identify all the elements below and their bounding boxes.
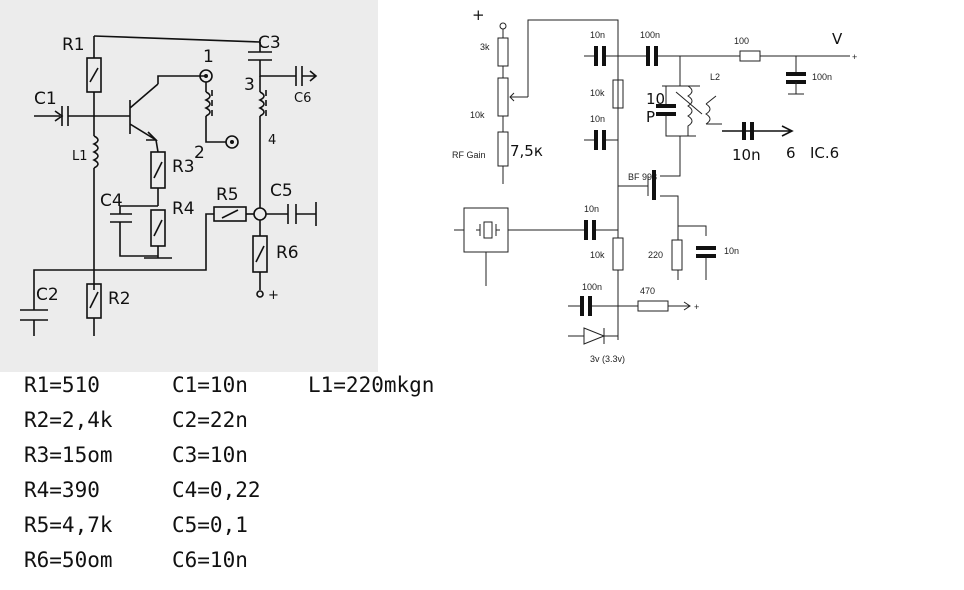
resistor-3k bbox=[497, 37, 509, 67]
table-cell: C3=10n bbox=[172, 443, 248, 467]
inductor-primary bbox=[204, 91, 211, 117]
label-100: 100 bbox=[734, 36, 749, 46]
capacitor-c4 bbox=[110, 213, 132, 223]
left-schematic: R1 C1 L1 R3 R4 C4 1 bbox=[20, 33, 318, 336]
transistor-bjt bbox=[129, 83, 159, 141]
capacitor-10n-a bbox=[594, 46, 606, 66]
inductor-l2 bbox=[705, 103, 711, 125]
label-l1: L1 bbox=[72, 149, 88, 164]
label-100n-v: 100n bbox=[812, 72, 832, 82]
resistor-10k-b bbox=[612, 79, 624, 109]
capacitor-10p bbox=[656, 104, 676, 116]
zener-diode bbox=[583, 327, 606, 345]
capacitor-c3 bbox=[248, 51, 272, 61]
crystal-filter-box bbox=[463, 207, 509, 253]
label-10k-b: 10k bbox=[590, 88, 605, 98]
label-c6: C6 bbox=[294, 91, 311, 106]
label-pin2: 2 bbox=[194, 143, 205, 163]
label-10n-a: 10n bbox=[590, 30, 605, 40]
note-10p-a: 10 bbox=[646, 90, 665, 108]
table-cell: C4=0,22 bbox=[172, 478, 261, 502]
label-470: 470 bbox=[640, 286, 655, 296]
inductor-l1 bbox=[92, 135, 99, 169]
label-plus: + bbox=[268, 288, 279, 303]
label-l2: L2 bbox=[710, 72, 720, 82]
table-cell: C6=10n bbox=[172, 548, 248, 572]
table-cell: C5=0,1 bbox=[172, 513, 248, 537]
inductor-secondary bbox=[258, 91, 265, 117]
label-c1: C1 bbox=[34, 89, 57, 109]
label-10n-b: 10n bbox=[590, 114, 605, 124]
label-bf998: BF 998 bbox=[628, 172, 657, 182]
resistor-470 bbox=[637, 300, 669, 312]
table-cell: C2=22n bbox=[172, 408, 248, 432]
label-3k: 3k bbox=[480, 42, 490, 52]
table-cell: R1=510 bbox=[24, 373, 100, 397]
label-r6: R6 bbox=[276, 243, 299, 263]
label-220: 220 bbox=[648, 250, 663, 260]
capacitor-c6 bbox=[295, 66, 303, 86]
potentiometer-10k bbox=[497, 77, 509, 117]
resistor-100 bbox=[739, 50, 761, 62]
note-ic6: IC.6 bbox=[810, 144, 839, 162]
table-cell: L1=220mkgn bbox=[308, 373, 434, 397]
label-v-out: V bbox=[832, 30, 843, 48]
label-rf-gain: RF Gain bbox=[452, 150, 486, 160]
label-100n-bot: 100n bbox=[582, 282, 602, 292]
label-10k-c: 10k bbox=[590, 250, 605, 260]
right-schematic: + 3k 10k RF Gain 7,5к 10n 10k 10n 100n bbox=[452, 6, 857, 364]
note-10n: 10n bbox=[732, 146, 761, 164]
capacitor-10n-in bbox=[584, 220, 596, 240]
label-r5: R5 bbox=[216, 185, 239, 205]
note-6: 6 bbox=[786, 144, 796, 162]
label-c3: C3 bbox=[258, 33, 281, 53]
left-schematic-background bbox=[0, 0, 378, 372]
label-pin3: 3 bbox=[244, 75, 255, 95]
label-r1: R1 bbox=[62, 35, 85, 55]
table-cell: R6=50om bbox=[24, 548, 113, 572]
resistor-rf-gain bbox=[497, 131, 509, 167]
capacitor-c2 bbox=[20, 309, 48, 321]
capacitor-100n-v bbox=[786, 72, 806, 84]
resistor-10k-c bbox=[612, 237, 624, 271]
label-10n-src: 10n bbox=[724, 246, 739, 256]
resistor-220 bbox=[671, 239, 683, 271]
label-r3: R3 bbox=[172, 157, 195, 177]
table-cell: R5=4,7k bbox=[24, 513, 113, 537]
label-100n-top: 100n bbox=[640, 30, 660, 40]
capacitor-100n-bot bbox=[580, 296, 592, 316]
top-rail-wire bbox=[93, 35, 261, 43]
table-cell: R4=390 bbox=[24, 478, 100, 502]
note-10p-b: P bbox=[646, 108, 655, 126]
node-junction bbox=[253, 207, 267, 221]
label-10k-pot: 10k bbox=[470, 110, 485, 120]
label-plus-v: + bbox=[852, 52, 857, 62]
capacitor-10n-b bbox=[594, 130, 606, 150]
capacitor-10n-src bbox=[696, 246, 716, 258]
label-10n-in: 10n bbox=[584, 204, 599, 214]
capacitor-100n-top bbox=[646, 46, 658, 66]
inductor-tank bbox=[687, 85, 693, 136]
label-pin1: 1 bbox=[203, 47, 214, 67]
label-pin4: 4 bbox=[268, 133, 276, 148]
label-c4: C4 bbox=[100, 191, 123, 211]
label-r2: R2 bbox=[108, 289, 131, 309]
label-plus-470: + bbox=[694, 302, 699, 312]
capacitor-c5 bbox=[287, 204, 297, 224]
note-75k: 7,5к bbox=[510, 142, 543, 160]
terminal-2 bbox=[225, 135, 239, 149]
table-cell: R3=15om bbox=[24, 443, 113, 467]
label-c2: C2 bbox=[36, 285, 59, 305]
label-r4: R4 bbox=[172, 199, 195, 219]
label-zener: 3v (3.3v) bbox=[590, 354, 625, 364]
label-plus-top: + bbox=[472, 6, 485, 24]
table-cell: C1=10n bbox=[172, 373, 248, 397]
table-cell: R2=2,4k bbox=[24, 408, 113, 432]
label-c5: C5 bbox=[270, 181, 293, 201]
